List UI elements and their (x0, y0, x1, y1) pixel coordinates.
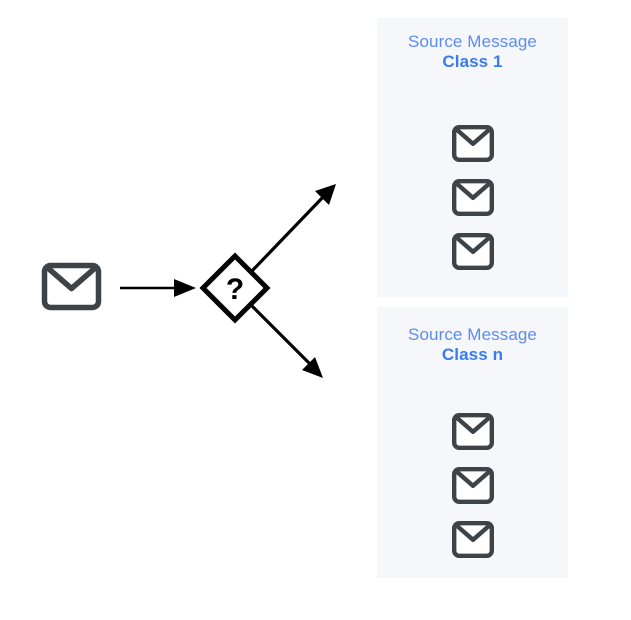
decision-to-class-1-arrow (249, 184, 336, 274)
class-1-title: Source Message (408, 32, 537, 51)
class-panel-class-n: Source Message Class n (377, 307, 568, 578)
input-to-decision-arrow (120, 279, 196, 297)
envelope-icon (451, 412, 494, 450)
envelope-icon (451, 232, 494, 270)
class-n-title: Source Message (408, 325, 537, 344)
envelope-icon (451, 124, 494, 162)
decision-to-class-n-arrow (249, 303, 323, 378)
diamond-decision-icon[interactable]: ? (199, 252, 271, 324)
decision-question-mark: ? (226, 273, 244, 306)
class-1-subtitle: Class 1 (442, 52, 503, 72)
class-n-heading: Source Message Class n (377, 325, 568, 365)
class-n-message-list (377, 411, 568, 562)
class-1-heading: Source Message Class 1 (377, 32, 568, 72)
envelope-icon (451, 466, 494, 504)
envelope-icon (451, 520, 494, 558)
class-1-message-list (377, 123, 568, 274)
source-envelope-icon (41, 262, 102, 311)
class-n-subtitle: Class n (441, 345, 504, 365)
class-panel-class-1: Source Message Class 1 (377, 18, 568, 297)
envelope-icon (451, 178, 494, 216)
